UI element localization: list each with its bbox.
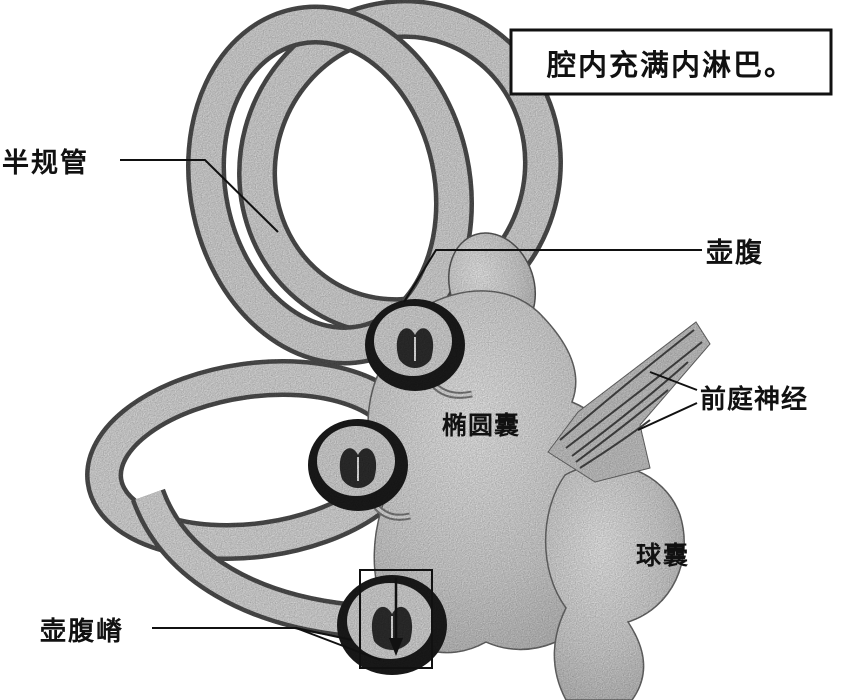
stipple-texture <box>93 0 710 700</box>
label-utricle: 椭圆囊 <box>442 411 520 440</box>
caption-text: 腔内充满内淋巴。 <box>546 49 795 82</box>
caption-box <box>509 28 833 96</box>
leader-line-vestibular-nerve-lower <box>637 402 698 431</box>
label-crista-ampullaris: 壶腹嵴 <box>40 616 124 646</box>
leader-line-ampulla <box>403 249 702 303</box>
label-ampulla: 壶腹 <box>706 238 764 268</box>
leader-line-crista-lower <box>295 627 381 661</box>
leader-line-vestibular-nerve-upper <box>649 371 698 391</box>
label-semicircular-canal: 半规管 <box>2 148 89 178</box>
label-vestibular-nerve: 前庭神经 <box>700 384 808 414</box>
crista-highlight-box <box>359 569 433 669</box>
leader-line-semicircular-canal <box>120 159 279 233</box>
crista-arrow <box>389 578 403 656</box>
label-saccule: 球囊 <box>636 542 690 570</box>
